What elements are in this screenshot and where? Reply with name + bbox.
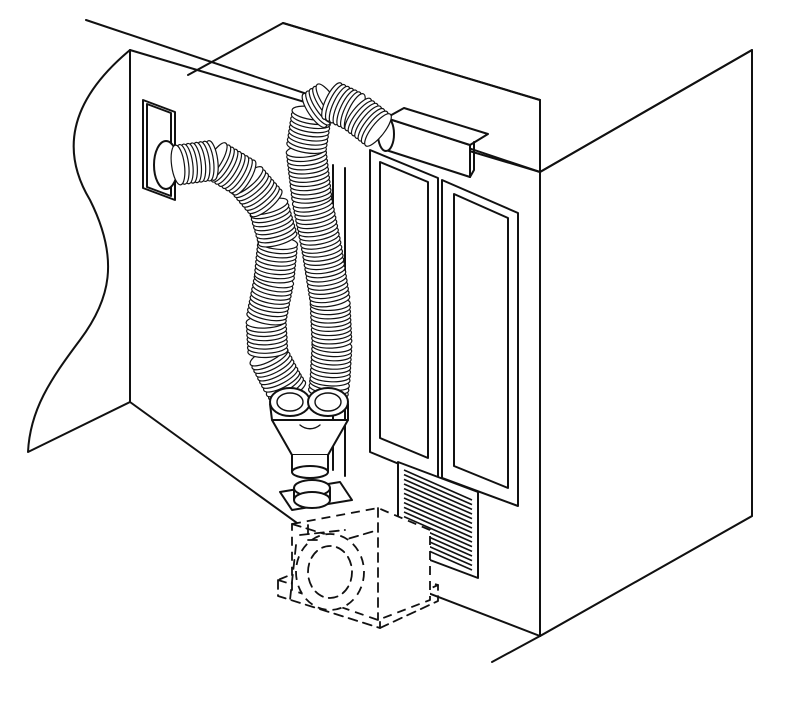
y-connector — [269, 387, 349, 479]
grille-slat — [403, 492, 473, 525]
grille-slat — [403, 501, 473, 534]
grille-slat — [403, 487, 473, 520]
blower-unit — [277, 479, 439, 629]
dryer-cabinet — [282, 22, 753, 637]
grille-slat — [403, 483, 473, 515]
grille-slat — [403, 506, 473, 539]
hose-rib — [364, 113, 392, 147]
grille-slat — [403, 515, 473, 548]
top-vent-duct — [377, 107, 489, 178]
grille-slat — [403, 497, 473, 529]
grille-slat — [403, 469, 473, 501]
hose-rib — [170, 144, 186, 186]
grille-slat — [403, 511, 473, 543]
grille-slat — [403, 473, 473, 506]
cabinet-doors — [369, 149, 519, 507]
grille-slat — [403, 478, 473, 511]
flex-hose-left — [170, 140, 307, 405]
